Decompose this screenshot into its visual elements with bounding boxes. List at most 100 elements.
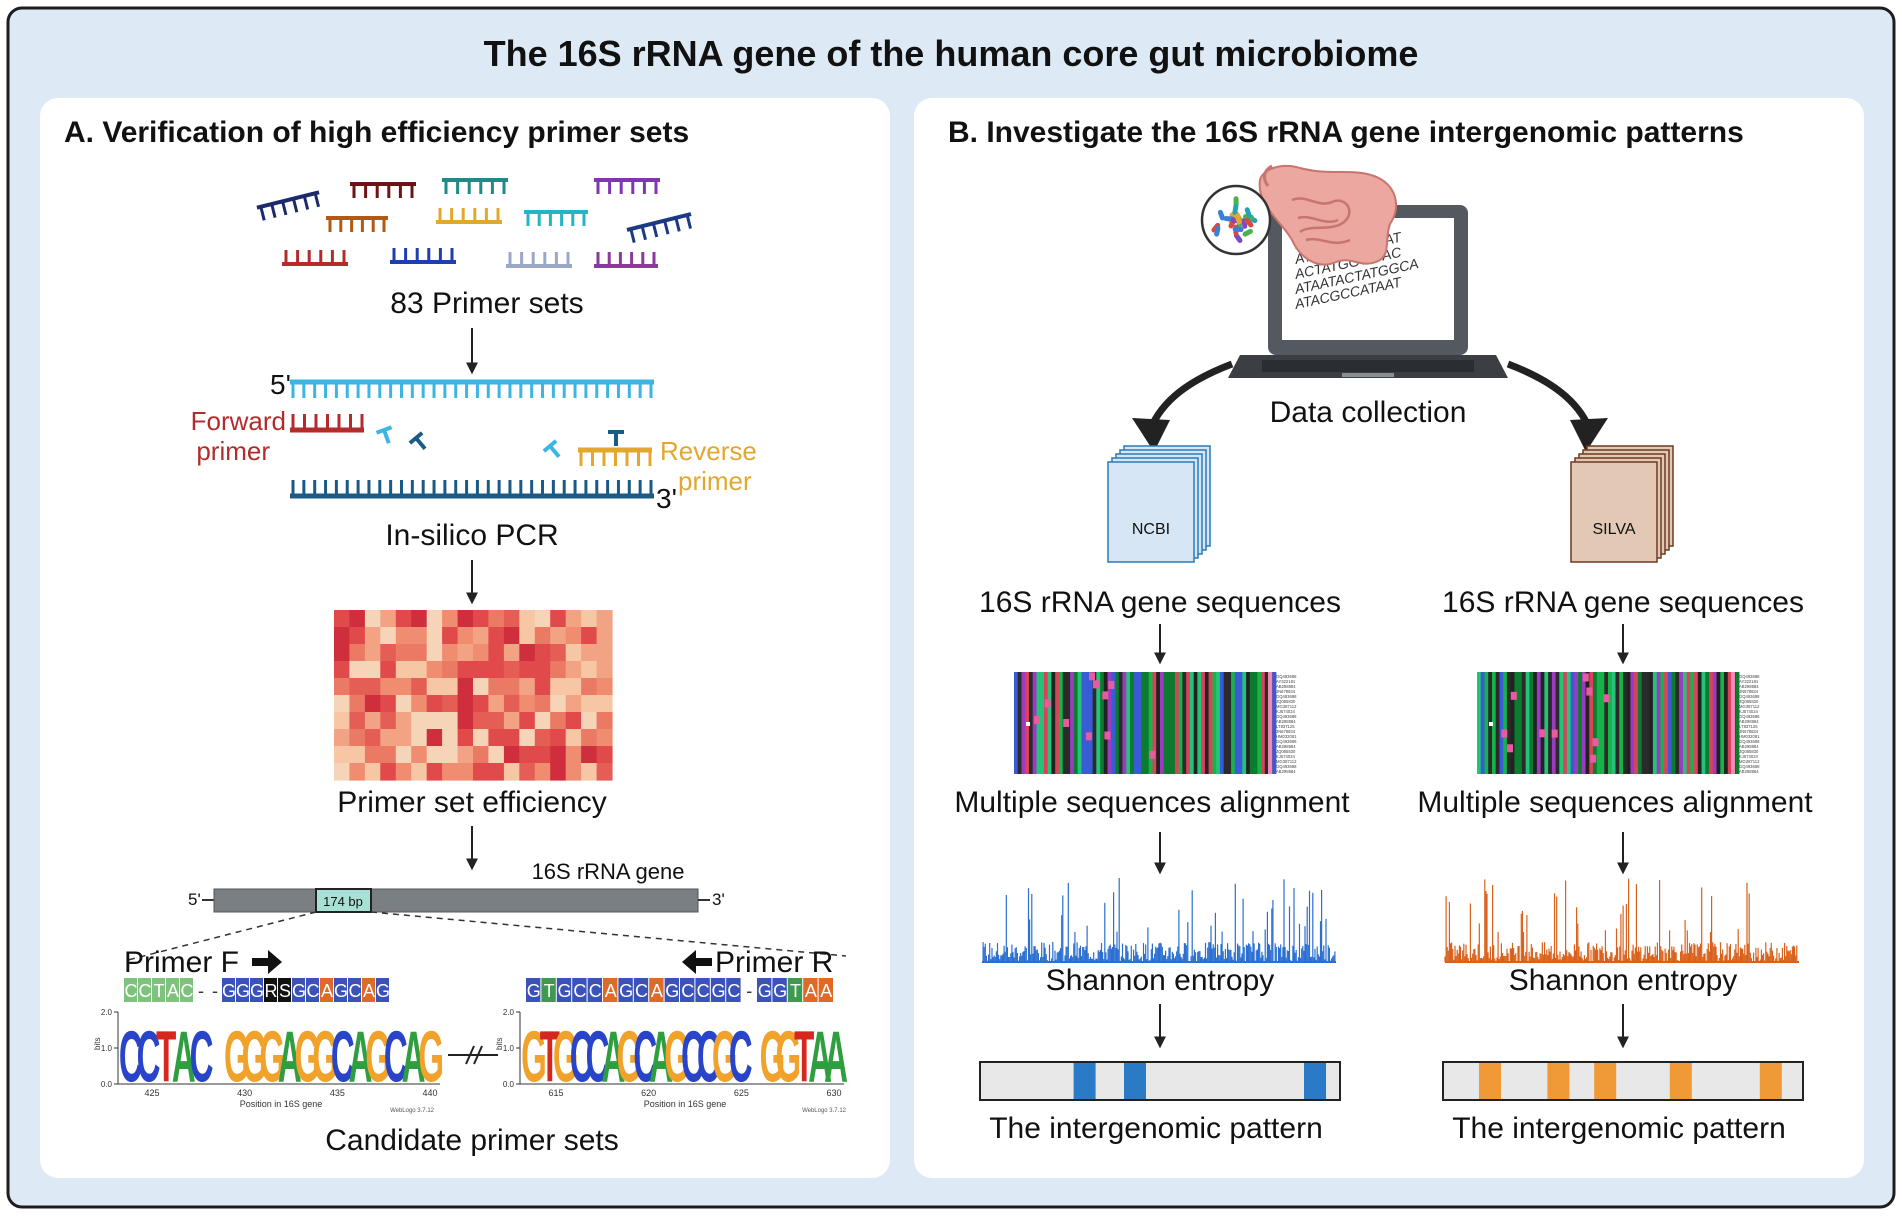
heatmap-cell	[457, 644, 474, 662]
heatmap-cell	[488, 746, 505, 764]
logo-x-tick-label: 625	[734, 1088, 749, 1098]
sequence-base-letter: G	[619, 981, 633, 1001]
heatmap-cell	[565, 695, 582, 713]
logo-letter: A	[278, 1016, 302, 1097]
alignment-column	[1578, 672, 1583, 774]
logo-x-tick-label: 620	[641, 1088, 656, 1098]
heatmap-cell	[457, 763, 474, 781]
heatmap-cell	[596, 661, 613, 679]
logo-letter: A	[602, 1016, 626, 1097]
primer-combs	[256, 178, 692, 268]
heatmap-cell	[442, 763, 459, 781]
alignment-highlight	[1044, 699, 1051, 708]
alignment-id: KJ574024	[1739, 709, 1759, 714]
alignment-column	[1660, 672, 1665, 774]
logo-letter: C	[633, 1016, 657, 1097]
figure-title: The 16S rRNA gene of the human core gut …	[484, 33, 1419, 74]
sequence-base-box	[757, 978, 772, 1002]
alignment-column	[1716, 672, 1721, 774]
alignment-column	[1652, 672, 1657, 774]
alignment-column	[1720, 672, 1725, 774]
logo-letter: C	[729, 1016, 753, 1097]
heatmap-cell	[581, 763, 598, 781]
alignment-column	[1160, 672, 1165, 774]
alignment-column	[1694, 672, 1699, 774]
heatmap-cell	[457, 712, 474, 730]
alignment-column	[1212, 672, 1217, 774]
sequence-base-letter: G	[292, 981, 306, 1001]
sequence-base-letter: T	[154, 981, 165, 1001]
alignment-column	[1253, 672, 1258, 774]
sequence-base-box	[306, 978, 319, 1002]
heatmap-cell	[534, 746, 551, 764]
heatmap-cell	[550, 644, 567, 662]
alignment-id: JN678834	[1276, 689, 1296, 694]
logo-y-tick-label: 2.0	[101, 1008, 113, 1017]
bacterium	[1234, 213, 1242, 225]
alignment-id: JQ085830	[1739, 699, 1759, 704]
heatmap-cell	[395, 627, 412, 645]
alignment-column	[1122, 672, 1127, 774]
zoom-line-right	[370, 911, 847, 957]
alignment-column	[1563, 672, 1568, 774]
heatmap-cell	[503, 678, 520, 696]
logo-letter: C	[331, 1016, 355, 1097]
logo-x-tick-label: 430	[237, 1088, 252, 1098]
heatmap-cell	[596, 763, 613, 781]
alignment-column	[1014, 672, 1019, 774]
bacterium	[1244, 217, 1254, 228]
alignment-column	[1058, 672, 1063, 774]
heatmap-cell	[565, 729, 582, 747]
logo-break	[448, 1045, 498, 1065]
primer-comb	[326, 216, 388, 232]
logo-letter: C	[697, 1016, 721, 1097]
logo-letter: G	[224, 1016, 250, 1097]
heatmap-cell	[581, 746, 598, 764]
alignment-column	[1246, 672, 1251, 774]
sequence-base-box	[710, 978, 726, 1002]
alignment-column	[1626, 672, 1631, 774]
heatmap-cell	[334, 661, 350, 679]
document-sheet	[1570, 461, 1658, 563]
alignment-id: MG387112	[1276, 759, 1297, 764]
alignment-id: GQ493688	[1276, 739, 1297, 744]
pcr-caption: In-silico PCR	[385, 519, 558, 552]
heatmap-cell	[349, 678, 366, 696]
primer-r-arrow	[682, 950, 712, 974]
heatmap-cell	[534, 695, 551, 713]
heatmap-cell	[442, 712, 459, 730]
heatmap-cell	[334, 695, 350, 713]
alignment-highlight	[1149, 750, 1156, 759]
heatmap-cell	[426, 729, 443, 747]
alignment-column	[1484, 672, 1489, 774]
heatmap-cell	[349, 627, 366, 645]
heatmap-cell	[534, 610, 551, 628]
alignment-column	[1667, 672, 1672, 774]
heatmap-cell	[519, 661, 536, 679]
logo-letter: A	[808, 1016, 832, 1097]
alignment-id: GQ493688	[1276, 764, 1297, 769]
alignment-id: AB298884	[1276, 769, 1296, 774]
alignment-column	[1272, 672, 1277, 774]
alignment-column	[1145, 672, 1150, 774]
heatmap-cell	[581, 644, 598, 662]
heatmap-cell	[411, 712, 428, 730]
alignment-id: AB298884	[1276, 719, 1296, 724]
alignment-column	[1088, 672, 1093, 774]
amplicon-box	[315, 888, 372, 913]
alignment-column	[1242, 672, 1247, 774]
alignment-column	[1051, 672, 1056, 774]
heatmap-cell	[503, 729, 520, 747]
sequences-caption: 16S rRNA gene sequences	[979, 586, 1341, 619]
alignment-column	[1548, 672, 1553, 774]
heatmap-cell	[519, 763, 536, 781]
alignment-id: HM032081	[1739, 734, 1760, 739]
heatmap-cell	[442, 746, 459, 764]
sequence-base-box	[362, 978, 375, 1002]
primer-sets-label: 83 Primer sets	[390, 287, 583, 320]
alignment-column	[1615, 672, 1620, 774]
heatmap-cell	[442, 661, 459, 679]
heatmap-cell	[473, 627, 489, 645]
